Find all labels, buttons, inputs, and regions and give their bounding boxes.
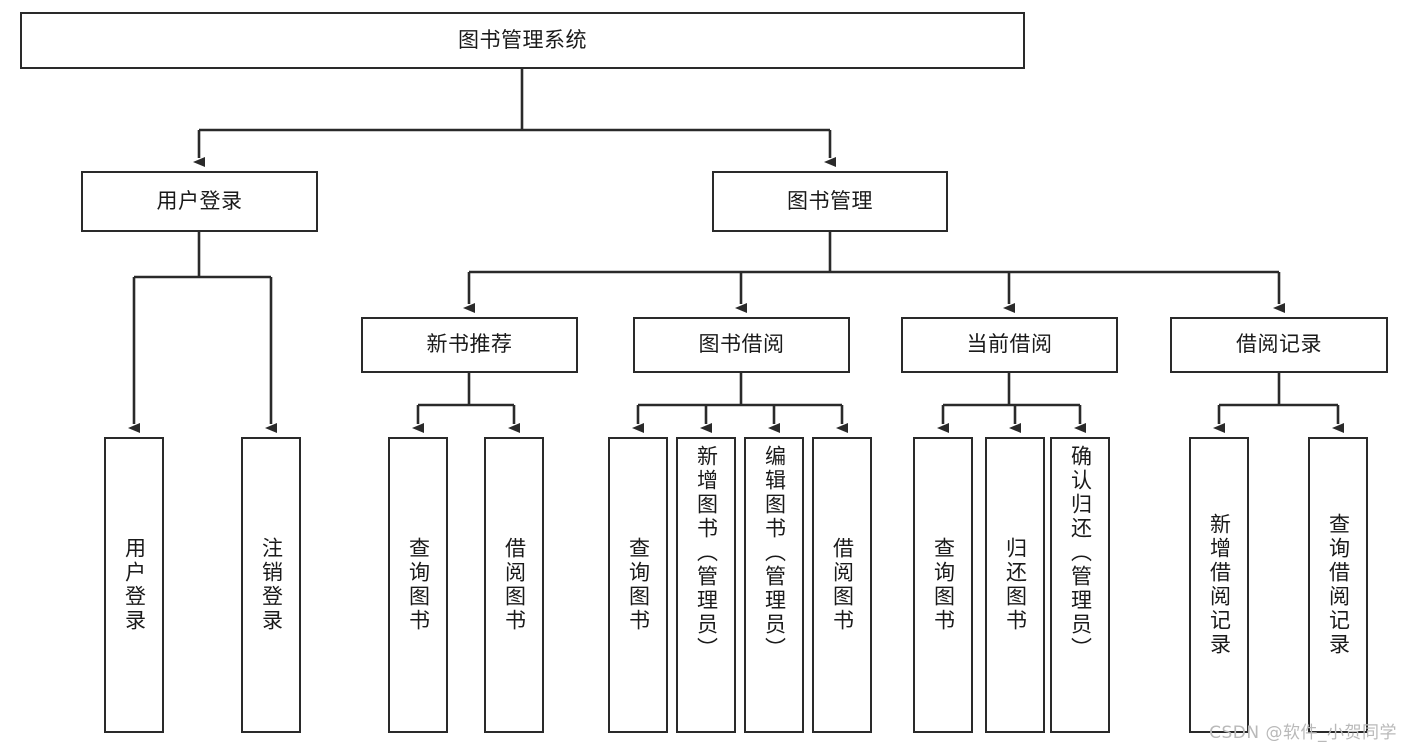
node-current-borrow-label: 当前借阅: [966, 332, 1053, 357]
node-leaf-logout[interactable]: 注销登录: [241, 437, 301, 733]
node-leaf-query-book-recommend[interactable]: 查询图书: [388, 437, 448, 733]
node-leaf-return-book-label: 归还图书: [1003, 537, 1028, 633]
node-root[interactable]: 图书管理系统: [20, 12, 1025, 69]
node-root-label: 图书管理系统: [458, 27, 587, 52]
node-borrow-record[interactable]: 借阅记录: [1170, 317, 1388, 373]
node-book-borrow-label: 图书借阅: [698, 332, 785, 357]
csdn-watermark: CSDN @软件_小贺同学: [1209, 723, 1397, 743]
node-leaf-query-book-current-label: 查询图书: [931, 537, 956, 633]
node-leaf-user-login-label: 用户登录: [122, 537, 147, 633]
node-leaf-borrow-book-label: 借阅图书: [830, 537, 855, 633]
node-leaf-edit-book-label: 编辑图书（管理员）: [762, 445, 787, 661]
node-leaf-confirm-return[interactable]: 确认归还（管理员）: [1050, 437, 1110, 733]
node-leaf-add-borrow-record-label: 新增借阅记录: [1207, 513, 1232, 657]
node-leaf-logout-label: 注销登录: [259, 537, 284, 633]
node-leaf-return-book[interactable]: 归还图书: [985, 437, 1045, 733]
node-borrow-record-label: 借阅记录: [1236, 332, 1322, 357]
node-current-borrow[interactable]: 当前借阅: [901, 317, 1118, 373]
node-leaf-add-borrow-record[interactable]: 新增借阅记录: [1189, 437, 1249, 733]
node-leaf-borrow-book[interactable]: 借阅图书: [812, 437, 872, 733]
node-book-borrow[interactable]: 图书借阅: [633, 317, 850, 373]
node-leaf-query-book-borrow-label: 查询图书: [626, 537, 651, 633]
node-leaf-query-book-recommend-label: 查询图书: [406, 537, 431, 633]
node-leaf-query-borrow-record-label: 查询借阅记录: [1326, 513, 1351, 657]
node-book-management[interactable]: 图书管理: [712, 171, 948, 232]
node-leaf-query-borrow-record[interactable]: 查询借阅记录: [1308, 437, 1368, 733]
node-leaf-confirm-return-label: 确认归还（管理员）: [1068, 445, 1093, 661]
node-leaf-query-book-borrow[interactable]: 查询图书: [608, 437, 668, 733]
node-new-book-recommend[interactable]: 新书推荐: [361, 317, 578, 373]
node-leaf-borrow-book-recommend[interactable]: 借阅图书: [484, 437, 544, 733]
node-user-login-label: 用户登录: [156, 188, 243, 213]
node-leaf-add-book[interactable]: 新增图书（管理员）: [676, 437, 736, 733]
node-leaf-borrow-book-recommend-label: 借阅图书: [502, 537, 527, 633]
node-book-management-label: 图书管理: [787, 188, 873, 213]
node-leaf-edit-book[interactable]: 编辑图书（管理员）: [744, 437, 804, 733]
node-leaf-query-book-current[interactable]: 查询图书: [913, 437, 973, 733]
node-user-login[interactable]: 用户登录: [81, 171, 318, 232]
node-new-book-recommend-label: 新书推荐: [426, 332, 513, 357]
node-leaf-user-login[interactable]: 用户登录: [104, 437, 164, 733]
node-leaf-add-book-label: 新增图书（管理员）: [694, 445, 719, 661]
